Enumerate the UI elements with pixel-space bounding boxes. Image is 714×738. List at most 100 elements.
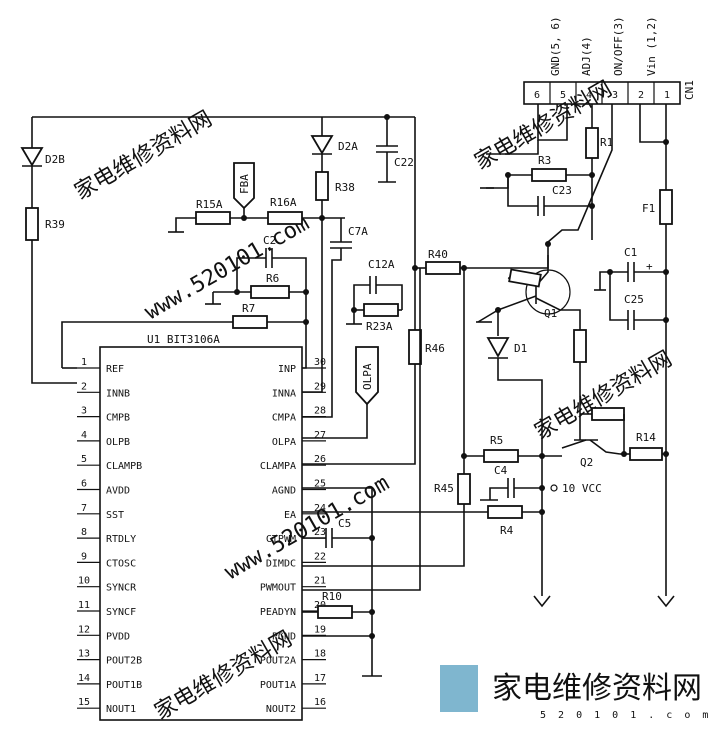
watermark-url: www.520101.com — [141, 211, 314, 325]
pin-number: 8 — [81, 527, 87, 538]
label-r14: R14 — [636, 431, 656, 444]
pin-number: 29 — [314, 381, 326, 392]
pin-number: 23 — [314, 527, 326, 538]
r45-resistor — [457, 473, 471, 505]
label-c23: C23 — [552, 184, 572, 197]
label-d2a: D2A — [338, 140, 358, 153]
label-c22: C22 — [394, 156, 414, 169]
cn1-pin-2: 2 — [627, 82, 644, 104]
cn1-vin-label: Vin (1,2) — [645, 16, 658, 76]
pin-name: EA — [284, 510, 296, 521]
d2a-diode — [310, 135, 334, 155]
pin-number: 25 — [314, 479, 326, 490]
q1-collector-resistor — [573, 329, 587, 363]
cn1-pin-3: 3 — [601, 82, 618, 104]
pin-name: POUT1A — [260, 680, 296, 691]
label-r45: R45 — [434, 482, 454, 495]
pin-number: 7 — [81, 503, 87, 514]
label-r10: R10 — [322, 590, 342, 603]
pin-name: INNB — [106, 388, 130, 399]
pin-number: 5 — [81, 454, 87, 465]
pin-name: POUT2A — [260, 656, 296, 667]
label-c2: C2 — [263, 234, 276, 247]
pin-name: INP — [278, 364, 296, 375]
r23a-resistor — [363, 303, 399, 317]
pin-number: 4 — [81, 430, 87, 441]
r5-resistor — [483, 449, 519, 463]
f1-fuse — [659, 189, 673, 225]
r16a-resistor — [267, 211, 303, 225]
pin-name: CMPB — [106, 413, 130, 424]
pin-name: SYNCR — [106, 583, 137, 594]
left-branch: D2B R39 — [20, 116, 415, 384]
pin-number: 24 — [314, 503, 326, 514]
ic-u1-label: U1 BIT3106A — [147, 333, 220, 346]
label-olpa: OLPA — [361, 363, 374, 390]
label-c12a: C12A — [368, 258, 395, 271]
pin-number: 21 — [314, 576, 326, 587]
q2-resistor — [591, 407, 625, 421]
cn1-pin-4: 4 — [575, 82, 592, 104]
r40-resistor — [425, 261, 461, 275]
pin-name: NOUT1 — [106, 704, 136, 715]
pin-name: SST — [106, 510, 124, 521]
ic-u1-body — [99, 346, 303, 721]
label-c5: C5 — [338, 517, 351, 530]
label-r6: R6 — [266, 272, 279, 285]
pin-name: INNA — [272, 388, 296, 399]
label-r5: R5 — [490, 434, 503, 447]
pin-name: PVDD — [106, 631, 130, 642]
label-r4: R4 — [500, 524, 514, 537]
d2b-diode — [20, 147, 44, 167]
pin-number: 28 — [314, 406, 326, 417]
r7-resistor — [232, 315, 268, 329]
cn1-adj-label: ADJ(4) — [580, 36, 593, 76]
pin-name: AVDD — [106, 486, 130, 497]
label-q2: Q2 — [580, 456, 593, 469]
r4-resistor — [487, 505, 523, 519]
footer-watermark: 家电维修资料网 5 2 0 1 0 1 . c o m — [440, 665, 708, 721]
pin-name: OLPB — [106, 437, 130, 448]
ic-output-nets: C5 R10 — [302, 268, 421, 677]
r3-resistor — [531, 168, 567, 182]
pin-number: 17 — [314, 673, 326, 684]
pin-name: AGND — [272, 486, 296, 497]
olp-network: C12A R23A OLPA — [302, 258, 403, 439]
footer-site-name: 家电维修资料网 — [492, 671, 702, 706]
cn1-pin-number: 5 — [560, 90, 566, 101]
cn1-pin-number: 6 — [534, 90, 540, 101]
label-r1: R1 — [600, 136, 613, 149]
pin-name: OLPA — [272, 437, 296, 448]
pin-name: CLAMPB — [106, 461, 142, 472]
r39-resistor — [25, 207, 39, 241]
pin-number: 16 — [314, 697, 326, 708]
pin-number: 19 — [314, 624, 326, 635]
ic-u1: U1 BIT3106A 1REF2INNB3CMPB4OLPB5CLAMPB6A… — [77, 333, 326, 721]
pin-number: 15 — [78, 697, 90, 708]
fba-probe — [233, 162, 255, 210]
ic-u1-left-pins: 1REF2INNB3CMPB4OLPB5CLAMPB6AVDD7SST8RTDL… — [77, 357, 142, 715]
pin-number: 9 — [81, 551, 87, 562]
label-r3: R3 — [538, 154, 551, 167]
label-r46: R46 — [425, 342, 445, 355]
q1-base-resistor — [508, 268, 542, 288]
feedback-network: FBA R15A R16A C7A — [168, 162, 368, 418]
label-r39: R39 — [45, 218, 65, 231]
